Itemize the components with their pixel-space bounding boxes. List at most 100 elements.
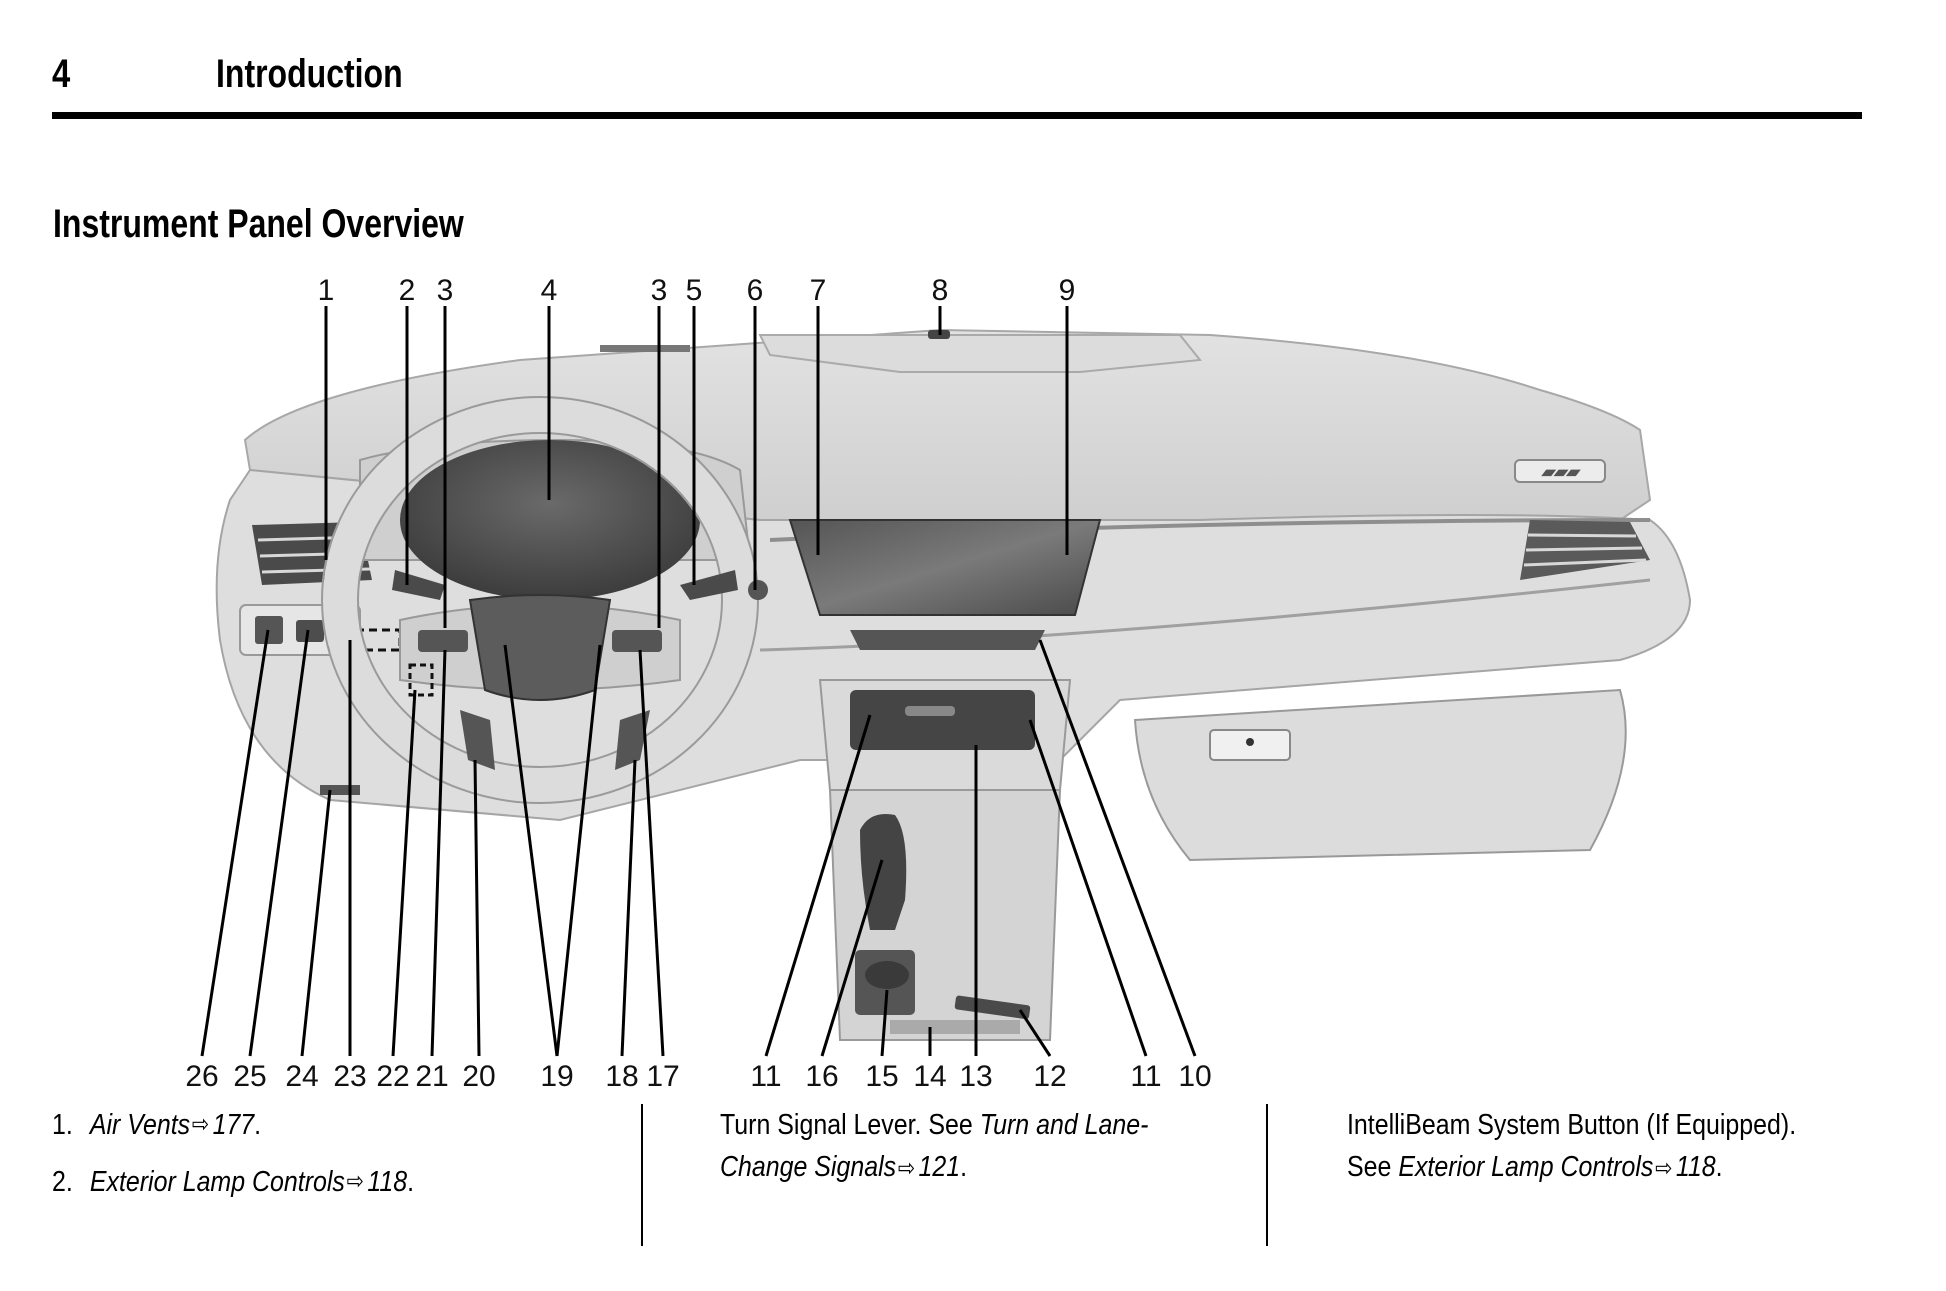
cupholder-14 [890, 1020, 1020, 1034]
callout-label-bottom: 22 [376, 1060, 409, 1093]
legend-item-end: . [407, 1166, 415, 1198]
callout-label-top: 4 [541, 274, 558, 307]
callout-label-top: 8 [932, 274, 949, 307]
leader-line-bottom [391, 689, 417, 1057]
legend-page[interactable]: 118 [1675, 1151, 1716, 1183]
left-paddle [460, 710, 495, 770]
switch-26 [255, 616, 283, 644]
callout-label-bottom: 24 [285, 1060, 318, 1093]
lower-knob-24 [320, 785, 360, 795]
leader-line-bottom [473, 759, 481, 1057]
leader-line-bottom [1028, 719, 1148, 1057]
legend-column-2: Turn Signal Lever. See Turn and Lane- Ch… [720, 1104, 1218, 1190]
leader-line-bottom [248, 629, 310, 1057]
callout-label-top: 2 [399, 274, 416, 307]
leader-line-bottom [1018, 1009, 1052, 1057]
legend-item: 2. Exterior Lamp Controls ⇨ 118 . [52, 1161, 414, 1203]
column-divider [1266, 1104, 1268, 1246]
callout-label-top: 3 [651, 274, 668, 307]
glove-box [1133, 688, 1627, 862]
right-stalk [680, 570, 738, 600]
callout-label-bottom: 17 [646, 1060, 679, 1093]
see-page-arrow-icon: ⇨ [346, 1168, 364, 1195]
right-spoke-controls [612, 630, 662, 652]
legend-column-3: IntelliBeam System Button (If Equipped).… [1347, 1104, 1869, 1190]
callout-label-top: 6 [747, 274, 764, 307]
shift-lever [860, 814, 907, 930]
page-number: 4 [52, 52, 71, 96]
section-title: Instrument Panel Overview [53, 202, 464, 246]
callout-label-bottom: 11 [750, 1060, 781, 1093]
callout-label-bottom: 19 [540, 1060, 573, 1093]
callout-label-bottom: 21 [415, 1060, 448, 1093]
legend-item-page[interactable]: 177 [212, 1109, 255, 1141]
legend-column-1: 1. Air Vents ⇨ 177 . 2. Exterior Lamp Co… [52, 1104, 473, 1218]
callout-label-bottom: 26 [185, 1060, 218, 1093]
legend-text: IntelliBeam System Button (If Equipped). [1347, 1109, 1797, 1141]
leader-line-bottom [200, 629, 270, 1057]
switch-25 [296, 620, 324, 642]
leader-line-bottom [638, 649, 665, 1057]
climate-slot [905, 706, 955, 716]
callout-label-bottom: 11 [1130, 1060, 1161, 1093]
callout-label-bottom: 25 [233, 1060, 266, 1093]
leader-lines [200, 306, 1197, 1057]
leader-line-bottom [820, 859, 884, 1057]
legend-item-page[interactable]: 118 [367, 1166, 408, 1198]
header-rule [52, 112, 1862, 119]
leader-line-bottom [764, 714, 872, 1057]
defroster-grille [600, 345, 690, 352]
legend-page[interactable]: 121 [918, 1151, 961, 1183]
callout-label-bottom: 23 [333, 1060, 366, 1093]
column-divider [641, 1104, 643, 1246]
legend-end: . [960, 1151, 968, 1183]
leader-line-bottom [503, 644, 559, 1057]
console-button-12 [954, 995, 1031, 1020]
legend-item-number: 1. [52, 1109, 73, 1141]
chapter-title: Introduction [216, 52, 403, 96]
left-spoke-controls [418, 630, 468, 652]
legend-item-number: 2. [52, 1166, 73, 1198]
callout-label-top: 1 [318, 274, 335, 307]
see-page-arrow-icon: ⇨ [191, 1111, 210, 1138]
display-controls [850, 630, 1045, 650]
leader-line-bottom [555, 644, 602, 1057]
leader-line-bottom [430, 649, 447, 1057]
right-knob-6 [748, 580, 768, 600]
legend-link-cont[interactable]: Change Signals [720, 1151, 897, 1183]
callout-label-top: 3 [437, 274, 454, 307]
callout-label-bottom: 10 [1178, 1060, 1211, 1093]
leader-line-bottom [300, 789, 332, 1057]
hud-area [758, 334, 1202, 373]
see-page-arrow-icon: ⇨ [897, 1155, 916, 1182]
dashboard-emblem [1514, 459, 1606, 483]
callout-label-top: 7 [810, 274, 827, 307]
leader-line-bottom [620, 759, 637, 1057]
center-display [788, 519, 1102, 616]
callout-label-bottom: 18 [605, 1060, 638, 1093]
legend-link[interactable]: Turn and Lane- [979, 1109, 1149, 1141]
legend-item-link[interactable]: Air Vents [89, 1109, 191, 1141]
climate-panel [850, 690, 1035, 750]
callout-label-bottom: 14 [913, 1060, 946, 1093]
legend-link[interactable]: Exterior Lamp Controls [1398, 1151, 1654, 1183]
callout-label-bottom: 20 [462, 1060, 495, 1093]
right-vent-louvers [1523, 533, 1647, 567]
callout-label-bottom: 16 [805, 1060, 838, 1093]
steering-wheel-rim [323, 398, 757, 802]
right-paddle [615, 710, 650, 770]
legend-item-link[interactable]: Exterior Lamp Controls [89, 1166, 345, 1198]
left-stalk [392, 570, 445, 600]
leader-line-bottom [1038, 639, 1197, 1057]
legend-item-end: . [254, 1109, 262, 1141]
legend-item: 1. Air Vents ⇨ 177 . [52, 1104, 414, 1146]
rotary-controller [865, 961, 909, 989]
steering-wheel-rim-inner [357, 432, 723, 768]
airbag-cover [468, 594, 612, 701]
legend-end: . [1715, 1151, 1723, 1183]
callout-label-bottom: 13 [959, 1060, 992, 1093]
see-page-arrow-icon: ⇨ [1655, 1155, 1673, 1182]
